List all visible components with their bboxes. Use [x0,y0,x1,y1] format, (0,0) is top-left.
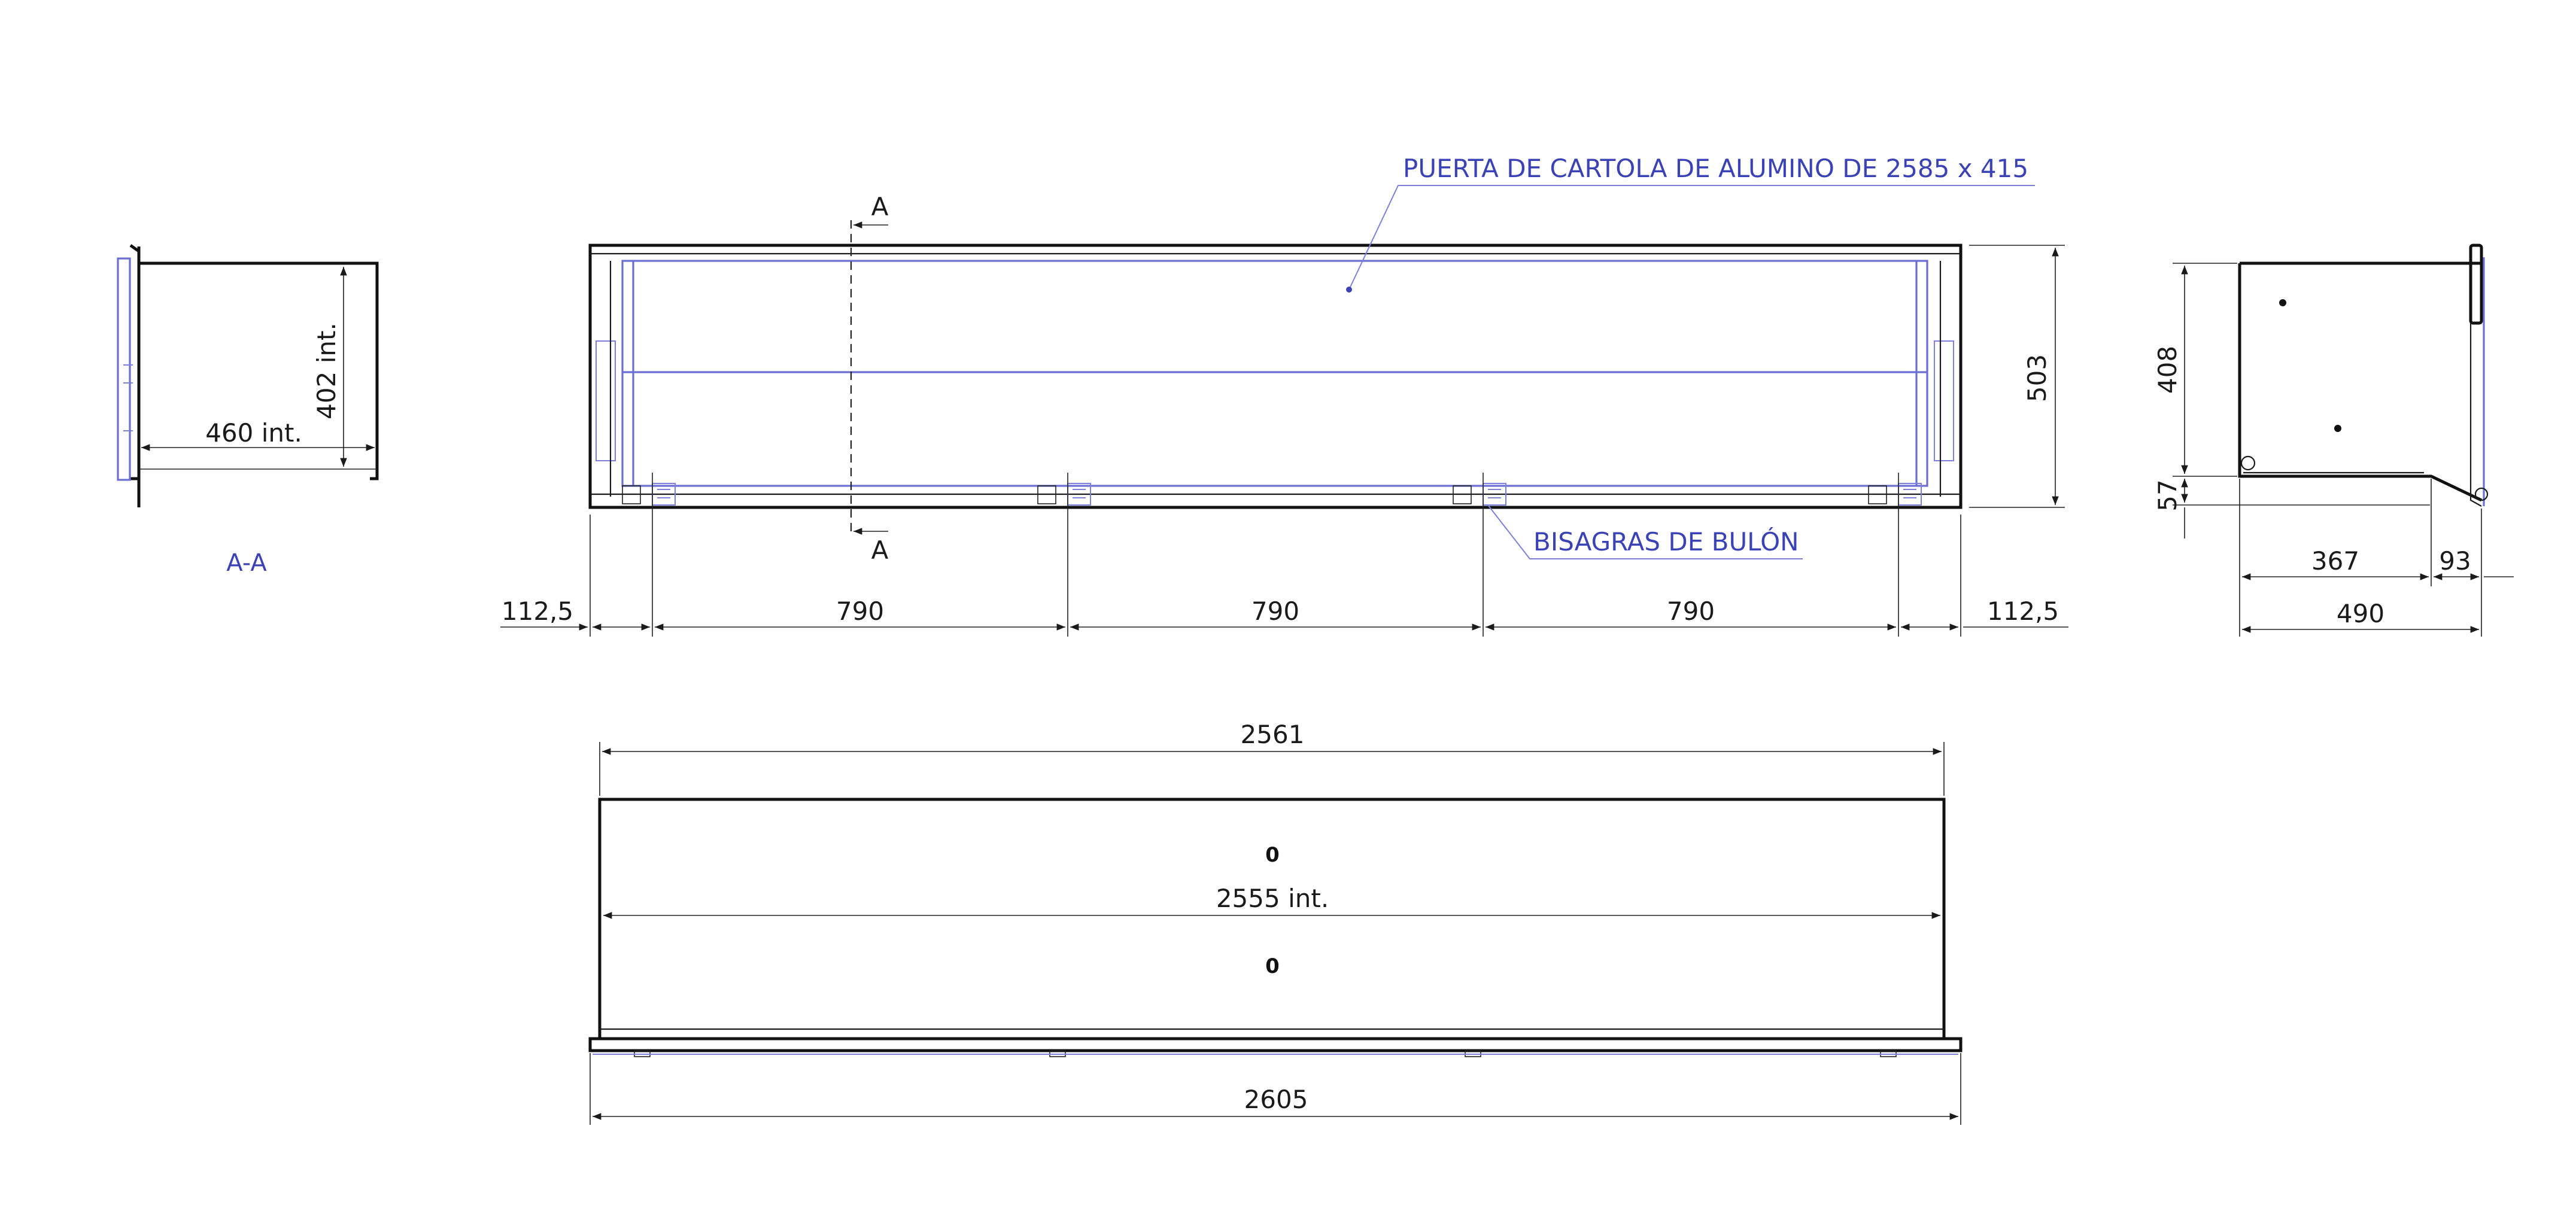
hinge-note: BISAGRAS DE BULÓN [1533,527,1799,556]
top-view: 0 0 2561 2555 int. 2605 [588,720,1963,1125]
section-view-a-a: 460 int. 402 int. A-A [117,244,379,577]
front-view: A A PUERTA DE CARTOLA DE ALUMINO DE 2585… [500,154,2068,637]
side-depth-a-dim: 367 [2311,546,2359,576]
section-label: A-A [226,549,267,577]
chain-dimension: 112,5 790 790 790 112,5 [500,473,2068,637]
side-total-dim: 490 [2337,599,2384,628]
slot-mark: 0 [1265,954,1280,978]
door-note: PUERTA DE CARTOLA DE ALUMINO DE 2585 x 4… [1403,154,2028,183]
cut-marker-top: A [871,192,889,221]
section-height-dim: 402 int. [312,322,341,419]
section-width-dim: 460 int. [205,418,302,448]
edge-left-dim: 112,5 [502,597,573,626]
side-depth-b-dim: 93 [2439,546,2471,576]
hinge-spacing-dim: 790 [1251,597,1299,626]
side-upper-dim: 408 [2153,346,2182,394]
top-total-dim: 2605 [1244,1085,1308,1114]
side-lower-dim: 57 [2153,479,2182,511]
edge-right-dim: 112,5 [1987,597,2059,626]
top-outer-dim: 2561 [1241,720,1305,749]
hinge-spacing-dim: 790 [1667,597,1715,626]
side-view: 408 57 367 93 490 [2153,244,2514,637]
hinge [622,483,676,506]
front-height-dim: 503 [2022,354,2052,402]
hinge-spacing-dim: 790 [836,597,884,626]
slot-mark: 0 [1265,843,1280,867]
cut-marker-bottom: A [871,535,889,565]
top-inner-dim: 2555 int. [1216,884,1329,913]
